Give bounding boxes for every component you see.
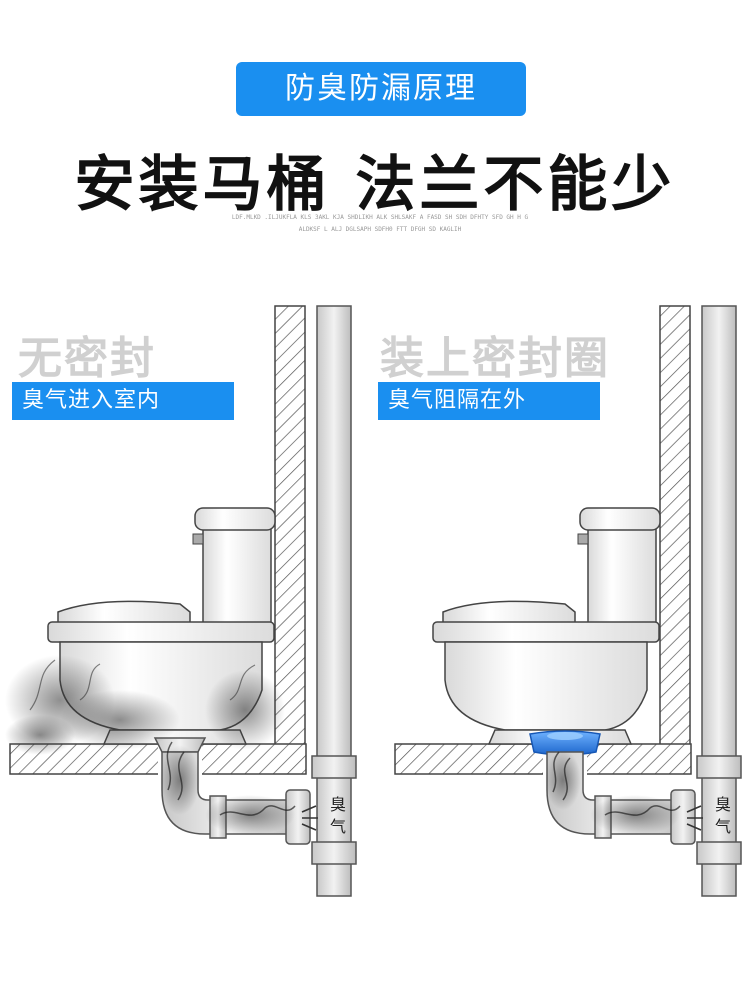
- left-pipe-label-2: 气: [330, 817, 346, 836]
- panel-left-title: 无密封: [18, 333, 156, 384]
- left-gas-arrows: [301, 805, 318, 831]
- right-wall: [659, 305, 691, 747]
- left-pipe-label-1: 臭: [330, 795, 346, 814]
- left-smoke: [5, 655, 296, 835]
- section-badge: 防臭防漏原理: [236, 62, 526, 116]
- right-smoke: [545, 750, 681, 835]
- right-pipe-label-1: 臭: [715, 795, 731, 814]
- panel-left-tag: 臭气进入室内: [12, 382, 234, 420]
- left-vertical-pipe: [311, 305, 357, 897]
- panel-right-tag: 臭气阻隔在外: [378, 382, 600, 420]
- right-vertical-pipe: [696, 305, 742, 897]
- fine-print-line-1: LDF.MLKD .ILJUKFLA KLS 3AKL KJA SHDLIKH …: [231, 214, 529, 221]
- right-toilet: [432, 507, 661, 745]
- panel-right-title: 装上密封圈: [380, 333, 610, 384]
- right-pipe-label-2: 气: [715, 817, 731, 836]
- fine-print-line-2: ALDKSF L ALJ DGLSAPH SDFH0 FTT DFGH SD K…: [298, 226, 462, 233]
- left-wall: [274, 305, 306, 747]
- page-headline: 安装马桶 法兰不能少: [74, 150, 676, 220]
- right-gas-arrows: [686, 805, 703, 831]
